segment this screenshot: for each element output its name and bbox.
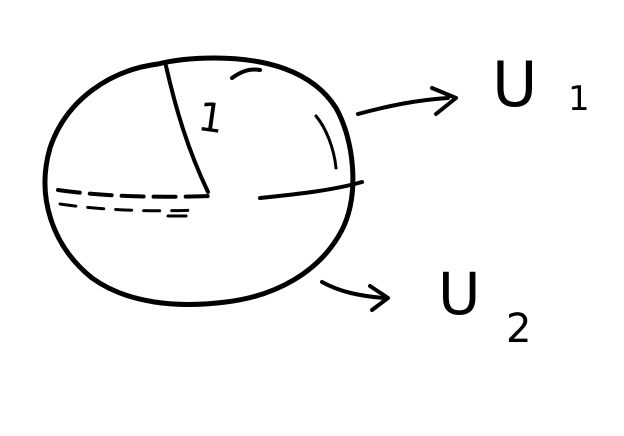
radius-line: [164, 64, 210, 194]
radius-label: 1: [195, 94, 227, 143]
upper-region-label-letter: U: [492, 48, 537, 121]
top-inner-stroke: [230, 67, 262, 80]
equator-solid-front: [258, 180, 364, 200]
arrow-upper-head: [430, 86, 458, 116]
lower-region-label-subscript: 2: [506, 306, 531, 352]
equator-dashed-back-2: [58, 202, 198, 213]
right-inner-stroke: [314, 114, 338, 170]
lower-region-label-letter: U: [438, 260, 480, 328]
arrow-upper-shaft: [356, 96, 450, 116]
arrow-lower-shaft: [320, 280, 386, 300]
upper-region-label-subscript: 1: [568, 79, 590, 119]
sphere-outline: [42, 55, 356, 307]
arrow-lower-head: [368, 284, 390, 312]
equator-dashed-back: [56, 188, 212, 199]
